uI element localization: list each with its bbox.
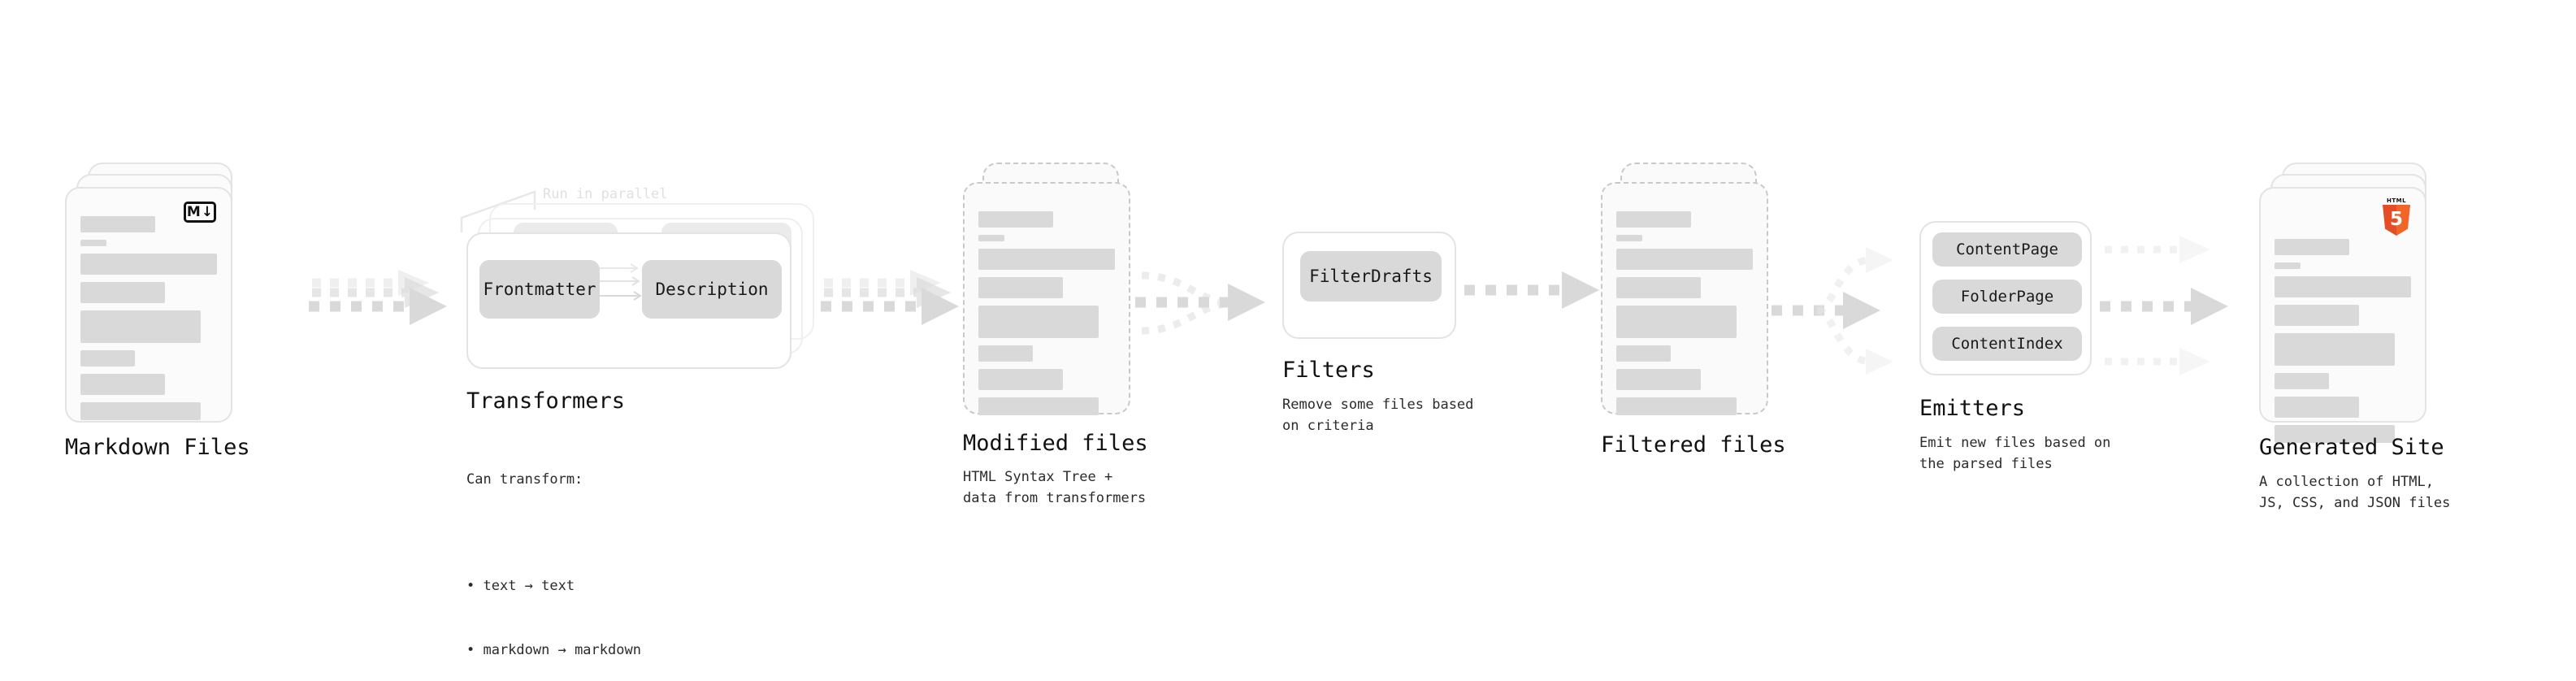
stage-subtitle-filters: Remove some files based on criteria — [1282, 397, 1474, 435]
skeleton-bar — [2275, 333, 2395, 366]
transform-list: text → text markdown → markdown html → h… — [466, 533, 641, 681]
skeleton-bar — [2275, 305, 2360, 326]
stage-subtitle-emitters: Emit new files based on the parsed files — [1919, 435, 2111, 473]
skeleton-bar — [978, 235, 1005, 241]
card-skeleton — [80, 216, 217, 420]
skeleton-bar — [80, 254, 217, 275]
skeleton-bar — [80, 240, 107, 246]
emitter-pill-contentindex[interactable]: ContentIndex — [1932, 327, 2082, 361]
skeleton-bar — [2275, 397, 2360, 418]
skeleton-bar — [978, 249, 1115, 270]
filtered-card-stack — [1601, 163, 1772, 423]
connector-emitters-to-site — [2100, 236, 2228, 375]
transformer-inner-arrows — [600, 263, 642, 301]
connector-transformers-to-modified — [821, 270, 959, 325]
skeleton-bar — [978, 369, 1064, 390]
transformer-pill-description[interactable]: Description — [642, 260, 782, 319]
stage-subtitle-generated-site: A collection of HTML, JS, CSS, and JSON … — [2259, 474, 2451, 512]
connector-markdown-to-transformers — [309, 270, 447, 325]
filters-box: FilterDrafts — [1282, 232, 1456, 339]
skeleton-bar — [2275, 425, 2395, 443]
stage-title-generated-site: Generated Site — [2259, 435, 2444, 460]
skeleton-bar — [1616, 277, 1702, 298]
html5-icon-label: HTML — [2386, 197, 2407, 204]
card-skeleton — [2275, 239, 2411, 443]
transform-item: markdown → markdown — [466, 640, 640, 661]
stage-title-filters: Filters — [1282, 358, 1375, 383]
transform-item: text → text — [466, 575, 641, 596]
skeleton-bar — [80, 282, 166, 303]
skeleton-bar — [80, 310, 201, 343]
skeleton-bar — [2275, 373, 2330, 389]
connector-filters-to-filtered — [1464, 271, 1599, 309]
site-card-stack: CSS HTML 5 — [2259, 163, 2446, 443]
emitter-pill-folderpage[interactable]: FolderPage — [1932, 280, 2082, 314]
stage-modified-files: Modified files HTML Syntax Tree + data f… — [963, 163, 1148, 506]
modified-card-stack — [963, 163, 1134, 423]
card-skeleton — [978, 211, 1115, 415]
markdown-icon: M ↓ — [184, 202, 216, 223]
filtered-card-front — [1601, 182, 1768, 415]
skeleton-bar — [80, 350, 136, 367]
skeleton-bar — [1616, 249, 1753, 270]
emitter-pill-contentpage[interactable]: ContentPage — [1932, 232, 2082, 267]
site-card-front: HTML 5 — [2259, 187, 2426, 443]
skeleton-bar — [80, 216, 156, 232]
stage-title-filtered-files: Filtered files — [1601, 432, 1786, 458]
skeleton-bar — [80, 374, 166, 395]
markdown-icon-arrow: ↓ — [201, 203, 214, 220]
transform-lead: Can transform: — [466, 471, 583, 488]
markdown-card-stack: M ↓ M ↓ M ↓ — [65, 163, 252, 423]
emitters-box: ContentPage FolderPage ContentIndex — [1919, 221, 2092, 375]
stage-filtered-files: Filtered files — [1601, 163, 1786, 458]
html5-icon-digit: 5 — [2389, 209, 2403, 230]
markdown-card-front: M ↓ — [65, 187, 232, 423]
stage-title-emitters: Emitters — [1919, 396, 2026, 421]
skeleton-bar — [2275, 262, 2301, 269]
card-skeleton — [1616, 211, 1753, 415]
skeleton-bar — [978, 211, 1054, 228]
html5-icon: HTML 5 — [2381, 198, 2412, 236]
skeleton-bar — [1616, 211, 1692, 228]
skeleton-bar — [1616, 306, 1737, 338]
skeleton-bar — [2275, 239, 2350, 255]
run-in-parallel-label: Run in parallel — [543, 186, 668, 202]
markdown-icon-letter: M — [186, 203, 201, 220]
connector-modified-to-filters — [1135, 271, 1265, 335]
skeleton-bar — [80, 402, 201, 420]
skeleton-bar — [978, 277, 1064, 298]
connector-filtered-to-emitters — [1772, 247, 1893, 375]
skeleton-bar — [1616, 235, 1643, 241]
stage-generated-site: CSS HTML 5 — [2259, 163, 2450, 511]
skeleton-bar — [978, 397, 1099, 415]
modified-card-front — [963, 182, 1130, 415]
stage-title-modified-files: Modified files — [963, 431, 1148, 456]
transformer-pill-frontmatter[interactable]: Frontmatter — [479, 260, 600, 319]
skeleton-bar — [1616, 345, 1672, 362]
stage-markdown-files: M ↓ M ↓ M ↓ — [65, 163, 252, 460]
stage-subtitle-modified-files: HTML Syntax Tree + data from transformer… — [963, 469, 1147, 507]
skeleton-bar — [978, 306, 1099, 338]
stage-title-transformers: Transformers — [466, 388, 626, 414]
filter-pill-filterdrafts[interactable]: FilterDrafts — [1300, 251, 1442, 301]
stage-title-markdown-files: Markdown Files — [65, 435, 250, 460]
skeleton-bar — [1616, 397, 1737, 415]
skeleton-bar — [2275, 276, 2411, 297]
transformer-box-front: Frontmatter Description — [466, 232, 791, 369]
skeleton-bar — [978, 345, 1034, 362]
stage-subtitle-transformers: Can transform: text → text markdown → ma… — [466, 426, 641, 681]
skeleton-bar — [1616, 369, 1702, 390]
